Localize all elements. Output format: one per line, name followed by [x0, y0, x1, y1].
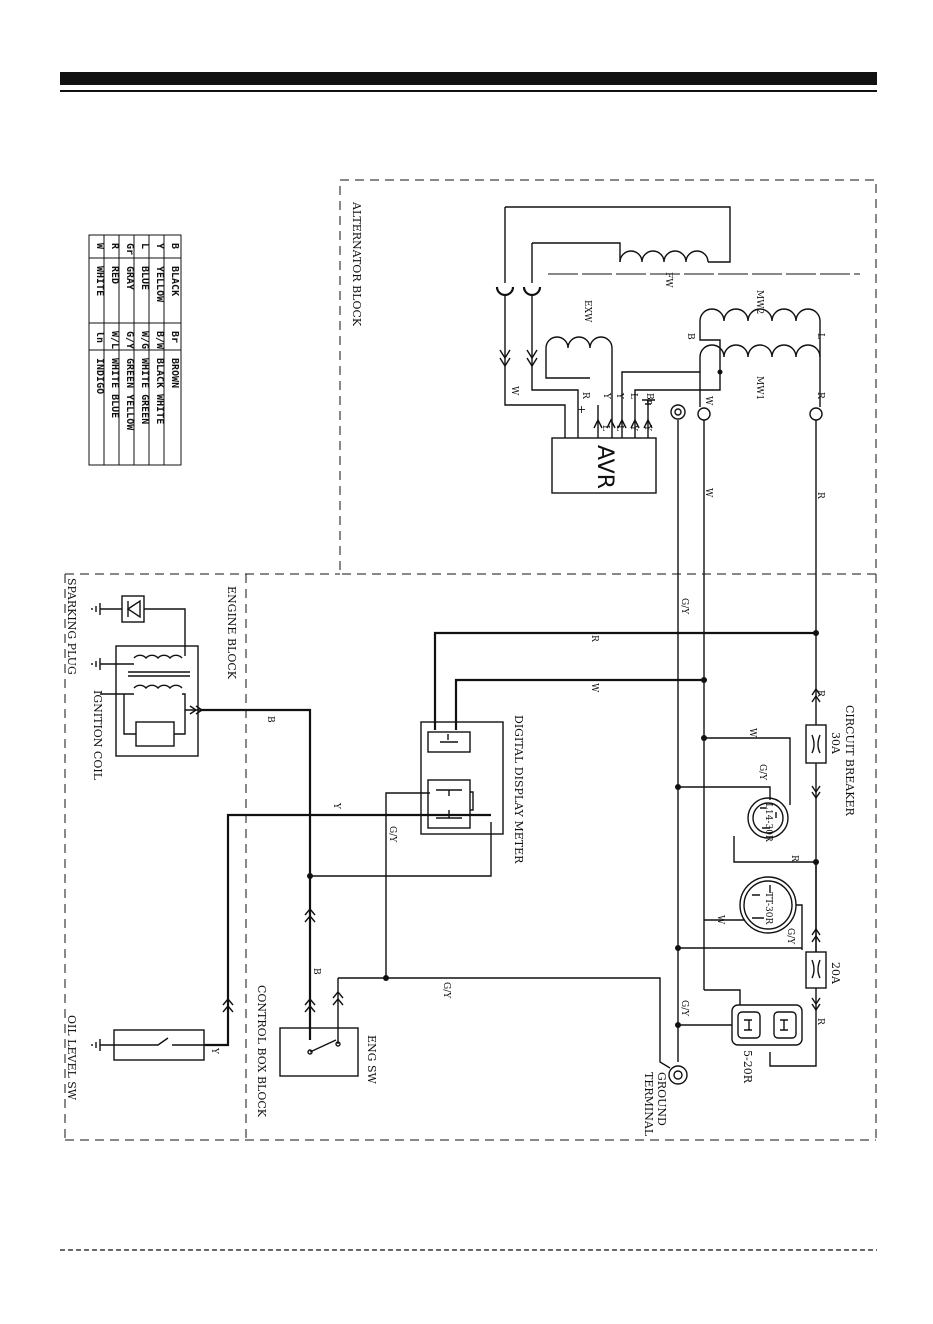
receptacle-520-label: 5-20R [741, 1050, 754, 1084]
svg-text:R: R [815, 1018, 825, 1025]
legend-code-3: Gr [124, 243, 135, 255]
avr-box [551, 437, 657, 494]
control-box-block-label: CONTROL BOX BLOCK [255, 985, 268, 1118]
mw1-label: MW1 [754, 376, 764, 400]
svg-text:G/Y: G/Y [785, 928, 795, 945]
circuit-breaker-label: CIRCUIT BREAKER [843, 705, 856, 816]
legend-name-5: WHITE [94, 266, 105, 296]
alternator-wire-labels: W R Y Y L Br L L Y Y B L W R W R G/Y [509, 333, 825, 615]
svg-text:R: R [789, 855, 799, 862]
legend-name2-2: WHITE GREEN [139, 358, 150, 424]
svg-text:W: W [747, 728, 757, 738]
svg-text:L: L [600, 425, 610, 431]
svg-text:W: W [703, 396, 713, 406]
legend-code2-3: G/Y [124, 331, 135, 349]
control-box-wire-labels: R W R W G/Y R W G/Y G/Y R G/Y G/Y Y B B … [209, 635, 825, 1055]
svg-text:Y: Y [614, 392, 624, 400]
block-borders [64, 179, 877, 1141]
avr-label: AVR [592, 445, 617, 489]
ignition-coil-label: IGNITION COIL [91, 690, 104, 781]
legend-name-0: BLACK [169, 266, 180, 296]
fw-label: FW [663, 272, 673, 288]
legend-code-2: L [139, 243, 150, 249]
svg-text:W: W [589, 683, 599, 693]
svg-text:W: W [703, 488, 713, 498]
mw2-label: MW2 [754, 290, 764, 314]
legend-code-5: W [94, 243, 105, 250]
svg-text:G/Y: G/Y [679, 598, 689, 615]
engine-block-label: ENGINE BLOCK [225, 586, 238, 680]
svg-text:R: R [589, 635, 599, 642]
legend-code-1: Y [154, 243, 165, 249]
l14-receptacle-label: L14-30R [763, 803, 773, 842]
svg-text:W: W [715, 915, 725, 925]
legend-name-2: BLUE [139, 266, 150, 290]
digital-display-meter-label: DIGITAL DISPLAY METER [512, 715, 525, 864]
svg-text:Y: Y [331, 802, 341, 810]
svg-text:L: L [815, 333, 825, 339]
svg-text:G/Y: G/Y [387, 826, 397, 843]
color-legend [88, 234, 182, 466]
legend-name2-1: BLACK WHITE [154, 358, 165, 424]
svg-text:L: L [614, 425, 624, 431]
legend-name-1: YELLOW [154, 266, 165, 303]
svg-text:B: B [265, 716, 275, 723]
legend-name2-0: BROWN [169, 358, 180, 388]
sparking-plug-label: SPARKING PLUG [65, 578, 78, 675]
ground-terminal-label-1: GROUND [655, 1072, 668, 1126]
legend-code-4: R [109, 243, 120, 250]
alternator-block-label: ALTERNATOR BLOCK [350, 201, 363, 327]
legend-name-4: RED [109, 266, 120, 284]
svg-text:R: R [815, 690, 825, 697]
svg-text:Y: Y [209, 1047, 219, 1055]
svg-text:G/Y: G/Y [679, 1000, 689, 1017]
exw-label: EXW [582, 300, 592, 323]
legend-code-0: B [169, 243, 180, 249]
svg-text:Br: Br [644, 393, 654, 405]
eng-sw-label: ENG SW [365, 1035, 378, 1084]
legend-code2-2: W/G [139, 331, 150, 349]
legend-name2-5: INDIGO [94, 358, 105, 394]
svg-text:R: R [580, 392, 590, 399]
tt-receptacle-label: TT-30R [763, 892, 773, 925]
legend-name-3: GRAY [124, 266, 135, 290]
oil-level-sw-label: OIL LEVEL SW [65, 1015, 78, 1101]
svg-text:R: R [815, 492, 825, 499]
engine-wiring [91, 595, 205, 1061]
legend-code2-1: B/W [154, 331, 165, 350]
legend-name2-3: GREEN YELLOW [124, 358, 135, 431]
avr-plus-label: + [575, 405, 588, 414]
svg-text:Y: Y [601, 392, 611, 400]
svg-text:L: L [628, 393, 638, 399]
svg-text:R: R [815, 392, 825, 399]
svg-text:W: W [509, 386, 519, 396]
header-bar [60, 72, 877, 85]
control-box-wiring: L14-30R TT-30R [200, 420, 827, 1085]
breaker-30a-label: 30A [829, 732, 842, 755]
alternator-wiring [495, 206, 860, 438]
svg-text:G/Y: G/Y [757, 764, 767, 781]
legend-name2-4: WHITE BLUE [109, 358, 120, 418]
svg-text:Y: Y [628, 424, 638, 432]
ground-terminal-label-2: TERMINAL [642, 1072, 655, 1137]
legend-code2-5: ln [94, 331, 105, 343]
legend-code2-4: W/L [109, 331, 120, 349]
svg-text:B: B [311, 968, 321, 975]
legend-code2-0: Br [169, 331, 180, 343]
svg-text:G/Y: G/Y [441, 982, 451, 999]
svg-text:B: B [685, 333, 695, 340]
svg-text:Y: Y [642, 424, 652, 432]
breaker-20a-label: 20A [829, 962, 842, 985]
